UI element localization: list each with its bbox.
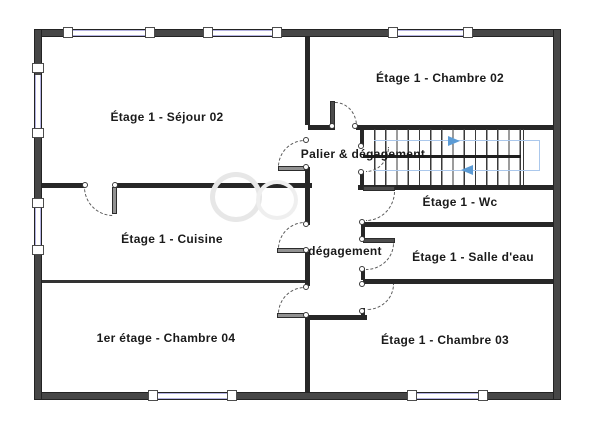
window — [34, 75, 41, 128]
window-cap — [407, 390, 417, 401]
window-cap — [272, 27, 282, 38]
door-leaf — [363, 238, 395, 243]
wall-sejour-cuisine-left — [42, 183, 85, 188]
wall-palier-top-left — [308, 125, 335, 130]
room-label-chambre04: 1er étage - Chambre 04 — [96, 331, 236, 345]
wall-salledeau-left-lower — [361, 268, 365, 280]
wall-cuisine-chambre04 — [42, 280, 305, 283]
door-hinge — [359, 236, 365, 242]
window — [34, 208, 41, 245]
door-hinge — [358, 169, 364, 175]
wall-chambre04-chambre03 — [305, 316, 310, 392]
window-cap — [203, 27, 213, 38]
room-label-wc: Étage 1 - Wc — [422, 195, 498, 209]
door-hinge — [359, 266, 365, 272]
room-label-cuisine: Étage 1 - Cuisine — [121, 232, 223, 246]
window-cap — [63, 27, 73, 38]
door-swing-arc — [84, 187, 113, 216]
door-hinge — [303, 312, 309, 318]
room-label-chambre03: Étage 1 - Chambre 03 — [380, 333, 510, 347]
door-hinge — [112, 182, 118, 188]
window-cap — [32, 128, 44, 138]
door-hinge — [358, 143, 364, 149]
door-hinge — [82, 182, 88, 188]
wall-stair-left-upper — [360, 129, 364, 146]
door-swing-arc — [278, 287, 305, 314]
wall-salledeau-left-upper — [361, 222, 365, 239]
wall-center-vertical-upper — [305, 37, 310, 125]
window-cap — [478, 390, 488, 401]
wall-stair-bottom — [358, 185, 553, 190]
window-cap — [148, 390, 158, 401]
room-label-degagement: dégagement — [308, 244, 382, 258]
exterior-wall-right — [553, 29, 561, 400]
wall-degagement-bottom — [305, 315, 367, 320]
wall-stair-left-lower — [360, 171, 364, 185]
door-leaf — [112, 187, 117, 214]
stair-mid-divider — [363, 155, 521, 158]
door-hinge — [303, 247, 309, 253]
wall-wc-bottom — [361, 222, 553, 227]
door-leaf — [277, 313, 305, 318]
room-label-salledeau: Étage 1 - Salle d'eau — [412, 250, 534, 264]
window-cap — [32, 245, 44, 255]
door-swing-arc — [278, 222, 305, 249]
window-cap — [32, 63, 44, 73]
window — [73, 30, 145, 36]
door-leaf — [278, 166, 305, 171]
wall-center-vertical-mid2 — [305, 252, 310, 286]
room-label-palier: Palier & dégagement — [300, 147, 426, 161]
watermark-ring-2 — [256, 180, 298, 220]
door-hinge — [359, 308, 365, 314]
door-hinge — [359, 219, 365, 225]
wall-chambre02-bottom — [356, 125, 553, 130]
window-cap — [32, 198, 44, 208]
door-hinge — [352, 123, 358, 129]
door-hinge — [303, 284, 309, 290]
door-hinge — [359, 281, 365, 287]
stair-down-arrow-icon — [461, 165, 473, 175]
door-swing-arc — [366, 191, 395, 221]
window-cap — [145, 27, 155, 38]
door-hinge — [329, 123, 335, 129]
window — [417, 393, 478, 399]
door-hinge — [303, 221, 309, 227]
room-label-sejour: Étage 1 - Séjour 02 — [110, 110, 224, 124]
room-label-chambre02: Étage 1 - Chambre 02 — [375, 71, 505, 85]
wall-center-vertical-mid1 — [305, 167, 310, 225]
wall-salledeau-bottom — [363, 279, 553, 284]
window-cap — [463, 27, 473, 38]
window — [398, 30, 463, 36]
door-hinge — [303, 137, 309, 143]
window-cap — [227, 390, 237, 401]
window — [158, 393, 227, 399]
watermark-ring — [210, 172, 262, 222]
door-hinge — [303, 164, 309, 170]
stair-up-arrow-icon — [448, 136, 460, 146]
door-leaf — [363, 186, 395, 191]
door-leaf — [277, 248, 305, 253]
window — [213, 30, 272, 36]
window-cap — [388, 27, 398, 38]
door-swing-arc — [367, 284, 394, 310]
